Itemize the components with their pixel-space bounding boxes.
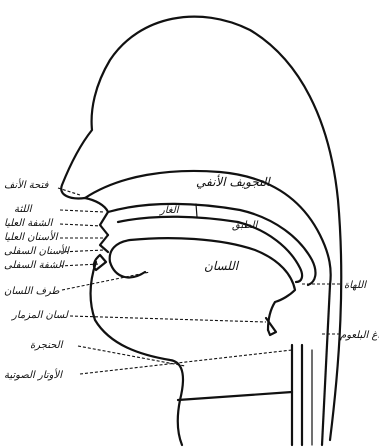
label-lower-teeth: الأسنان السفلى xyxy=(4,244,70,257)
upper-lip xyxy=(85,198,108,235)
tongue-underside xyxy=(110,262,145,277)
label-hard-palate: الغار xyxy=(158,205,180,216)
pointer-vocal-cords xyxy=(80,350,292,374)
pointer-gum xyxy=(60,210,104,212)
tongue-outline xyxy=(110,238,295,330)
label-tongue-tip: طرف اللسان xyxy=(4,286,61,297)
pointer-tongue-tip xyxy=(62,272,150,290)
chin-neck-outline xyxy=(91,262,183,445)
label-larynx: الحنجرة xyxy=(30,340,64,351)
label-soft-palate: الطبق xyxy=(232,220,259,231)
pharynx-wall xyxy=(322,285,330,445)
palate-divider xyxy=(196,204,197,217)
pointer-epiglottis xyxy=(70,316,266,322)
label-pharynx-cavity: فراغ البلعوم xyxy=(340,330,379,341)
label-gum: اللثة xyxy=(14,204,33,215)
label-epiglottis: لسان المزمار xyxy=(10,310,70,321)
pointer-upper-lip xyxy=(60,224,102,226)
label-nasal-cavity: التجويف الأنفي xyxy=(196,174,271,189)
label-vocal-cords: الأوتار الصوتية xyxy=(4,368,63,381)
label-uvula: اللهاة xyxy=(344,280,367,291)
label-tongue: اللسان xyxy=(204,259,240,273)
label-nostril: فتحة الأنف xyxy=(4,178,49,191)
larynx-line xyxy=(178,392,292,400)
label-upper-teeth: الأسنان العليا xyxy=(4,230,59,243)
label-lower-lip: الشفة السفلى xyxy=(4,260,65,271)
label-upper-lip: الشفة العليا xyxy=(4,218,54,229)
